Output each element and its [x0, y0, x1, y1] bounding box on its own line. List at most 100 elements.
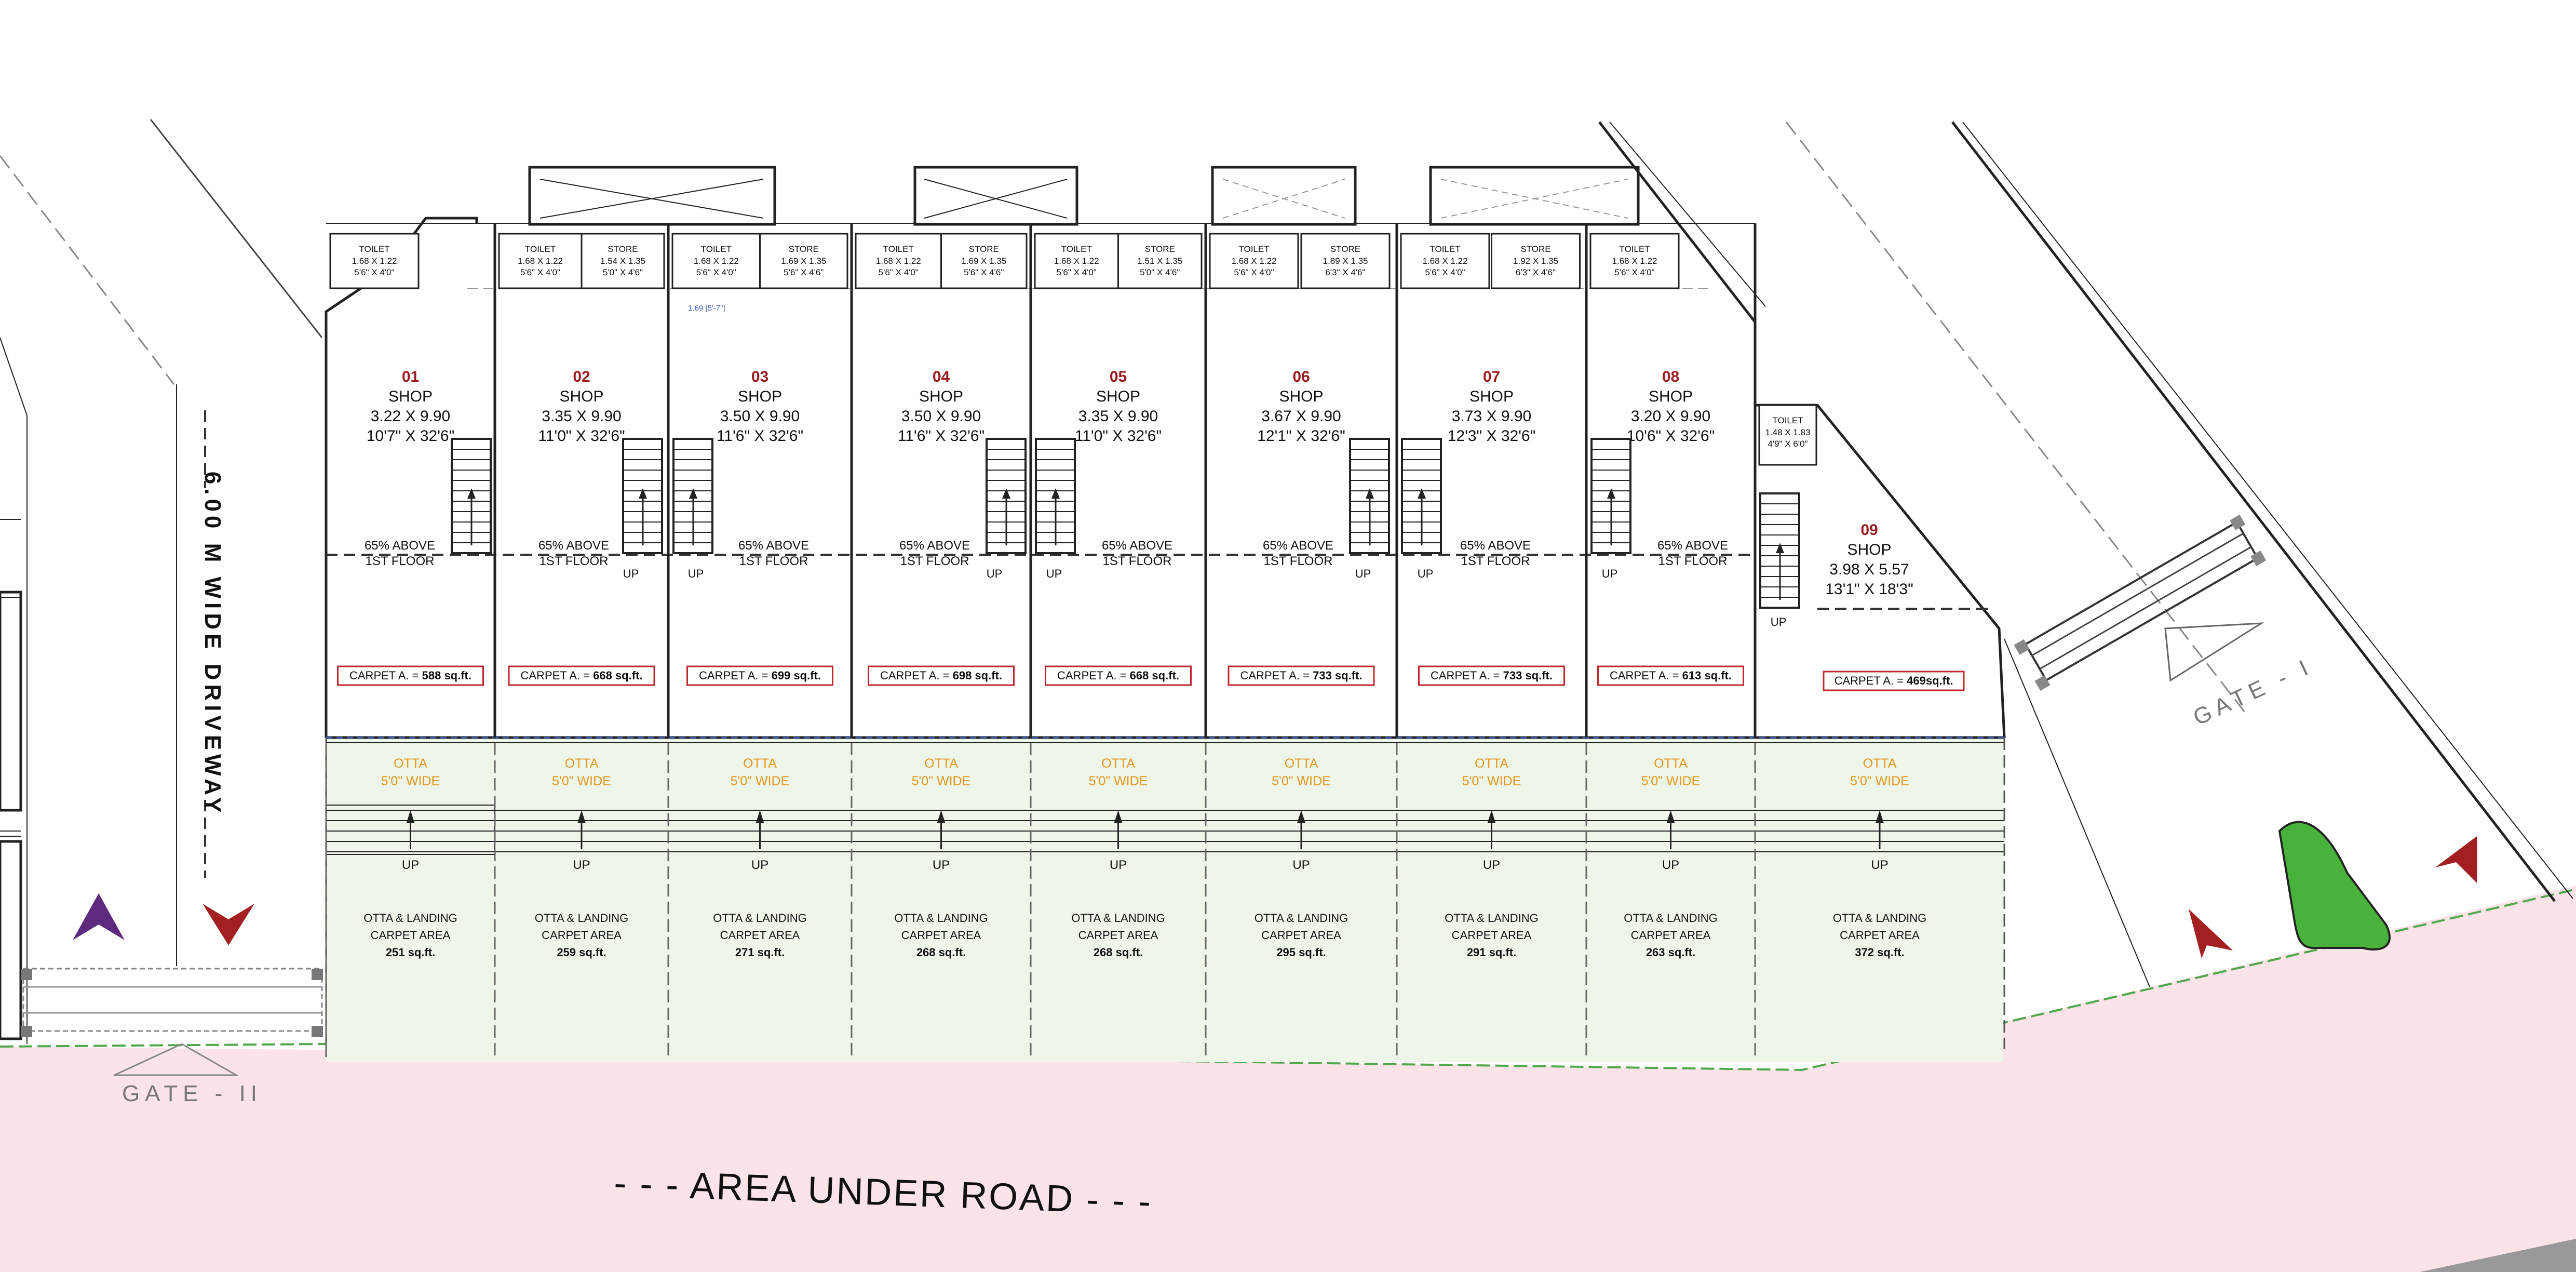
otta-carpet-value: 291 sq.ft.	[1467, 946, 1516, 959]
gate-1-marker	[2164, 622, 2264, 682]
up-arrow-head-icon	[1666, 810, 1675, 823]
room-size-m: 1.69 X 1.35	[961, 256, 1006, 266]
room-size-m: 1.68 X 1.22	[1612, 256, 1657, 266]
otta-label: OTTA	[394, 756, 427, 771]
room-label: TOILET	[1429, 244, 1460, 254]
entry-arrow-icon	[2189, 909, 2233, 958]
otta-carpet-value: 295 sq.ft.	[1276, 946, 1326, 959]
floor-note: 1ST FLOOR	[1264, 554, 1333, 568]
shop-size-m: 3.50 X 9.90	[901, 408, 981, 425]
otta-landing-label: OTTA & LANDING	[1255, 912, 1348, 925]
carpet-area-box	[1228, 665, 1375, 686]
room-label: STORE	[1330, 244, 1360, 254]
otta-width: 5'0" WIDE	[912, 774, 971, 788]
room-label: TOILET	[359, 244, 389, 254]
up-label: UP	[1292, 858, 1310, 872]
floor-note: 65% ABOVE	[1657, 539, 1728, 553]
otta-landing-label: OTTA & LANDING	[1445, 912, 1539, 925]
up-arrow-head-icon	[577, 810, 586, 823]
otta-landing-label: OTTA & LANDING	[1624, 912, 1718, 925]
staircase	[1401, 438, 1442, 554]
up-label: UP	[1662, 858, 1679, 872]
otta-landing-area	[326, 738, 2003, 1062]
floor-note: 65% ABOVE	[899, 539, 970, 553]
room-size-m: 1.68 X 1.22	[694, 256, 739, 266]
otta-width: 5'0" WIDE	[1850, 774, 1909, 788]
carpet-area-box	[1418, 665, 1565, 686]
store-room	[759, 233, 848, 289]
exit-arrow-left-icon	[203, 904, 254, 945]
shop-size-ft: 12'1" X 32'6"	[1257, 427, 1345, 445]
otta-carpet-value: 271 sq.ft.	[735, 946, 785, 959]
floor-note: 65% ABOVE	[1263, 539, 1333, 553]
up-label: UP	[1602, 567, 1618, 580]
carpet-area-box	[1045, 665, 1192, 686]
otta-carpet-value: 372 sq.ft.	[1855, 946, 1904, 959]
shop-size-ft: 10'6" X 32'6"	[1627, 427, 1715, 445]
carpet-area-box	[868, 665, 1015, 686]
otta-carpet-label: CARPET AREA	[1078, 929, 1158, 942]
floor-note: 1ST FLOOR	[739, 554, 808, 568]
room-size-ft: 5'6" X 4'0"	[696, 267, 736, 277]
otta-carpet-label: CARPET AREA	[720, 929, 800, 942]
shop-number: 08	[1662, 368, 1679, 385]
shop-size-ft: 12'3" X 32'6"	[1448, 427, 1536, 445]
road-edge-grey	[2420, 1239, 2576, 1272]
room-label: STORE	[1520, 244, 1550, 254]
staircase	[986, 438, 1027, 554]
shop-type: SHOP	[1649, 388, 1693, 405]
room-size-m: 1.68 X 1.22	[1423, 256, 1468, 266]
otta-landing-label: OTTA & LANDING	[713, 912, 807, 925]
road-area	[0, 886, 2576, 1272]
shop-size-m: 3.35 X 9.90	[1078, 408, 1158, 425]
up-arrow-head-icon	[1114, 810, 1123, 823]
otta-carpet-label: CARPET AREA	[1840, 929, 1920, 942]
exit-arrow-icon	[2435, 836, 2477, 883]
otta-width: 5'0" WIDE	[1089, 774, 1148, 788]
floor-note: 65% ABOVE	[365, 539, 435, 553]
otta-carpet-label: CARPET AREA	[542, 929, 622, 942]
shop-size-m: 3.35 X 9.90	[542, 408, 621, 425]
otta-carpet-label: CARPET AREA	[1261, 929, 1341, 942]
staircase	[451, 438, 492, 554]
shop-number: 06	[1292, 368, 1310, 385]
room-size-m: 1.54 X 1.35	[600, 256, 645, 266]
up-label: UP	[1871, 858, 1888, 872]
shop-type: SHOP	[1096, 388, 1140, 405]
toilet-room	[855, 233, 942, 289]
room-label: TOILET	[1619, 244, 1650, 254]
room-label: TOILET	[701, 244, 732, 254]
room-size-ft: 5'6" X 4'0"	[1057, 267, 1097, 277]
shop-size-ft: 11'0" X 32'6"	[538, 427, 625, 445]
room-size-ft: 5'6" X 4'0"	[520, 267, 560, 277]
up-label: UP	[402, 858, 419, 872]
room-label: TOILET	[1238, 244, 1269, 254]
room-label: STORE	[789, 244, 819, 254]
otta-width: 5'0" WIDE	[552, 774, 611, 788]
otta-label: OTTA	[743, 756, 777, 771]
otta-width: 5'0" WIDE	[1641, 774, 1701, 788]
room-size-m: 1.89 X 1.35	[1323, 256, 1368, 266]
shop-type: SHOP	[1847, 541, 1891, 558]
gate-1	[2014, 514, 2267, 691]
shop-number: 03	[751, 368, 768, 385]
carpet-area-label: CARPET A. = 698 sq.ft.	[880, 669, 1002, 682]
gate-2-label: GATE - II	[122, 1081, 262, 1106]
driveway-lines	[0, 119, 323, 1044]
staircase	[1590, 438, 1631, 554]
room-size-ft: 6'3" X 4'6"	[1325, 267, 1365, 277]
staircase	[672, 438, 713, 554]
room-size-m: 1.51 X 1.35	[1137, 256, 1182, 266]
floor-note: 1ST FLOOR	[366, 554, 435, 568]
up-label: UP	[1046, 567, 1062, 580]
room-label: TOILET	[1772, 416, 1803, 425]
room-size-m: 1.68 X 1.22	[352, 256, 397, 266]
carpet-area-label: CARPET A. = 668 sq.ft.	[1057, 669, 1179, 682]
up-label: UP	[933, 858, 950, 872]
shop-type: SHOP	[1279, 388, 1323, 405]
room-size-ft: 5'0" X 4'6"	[603, 267, 643, 277]
gate-2	[21, 968, 323, 1076]
toilet-room	[498, 233, 583, 289]
